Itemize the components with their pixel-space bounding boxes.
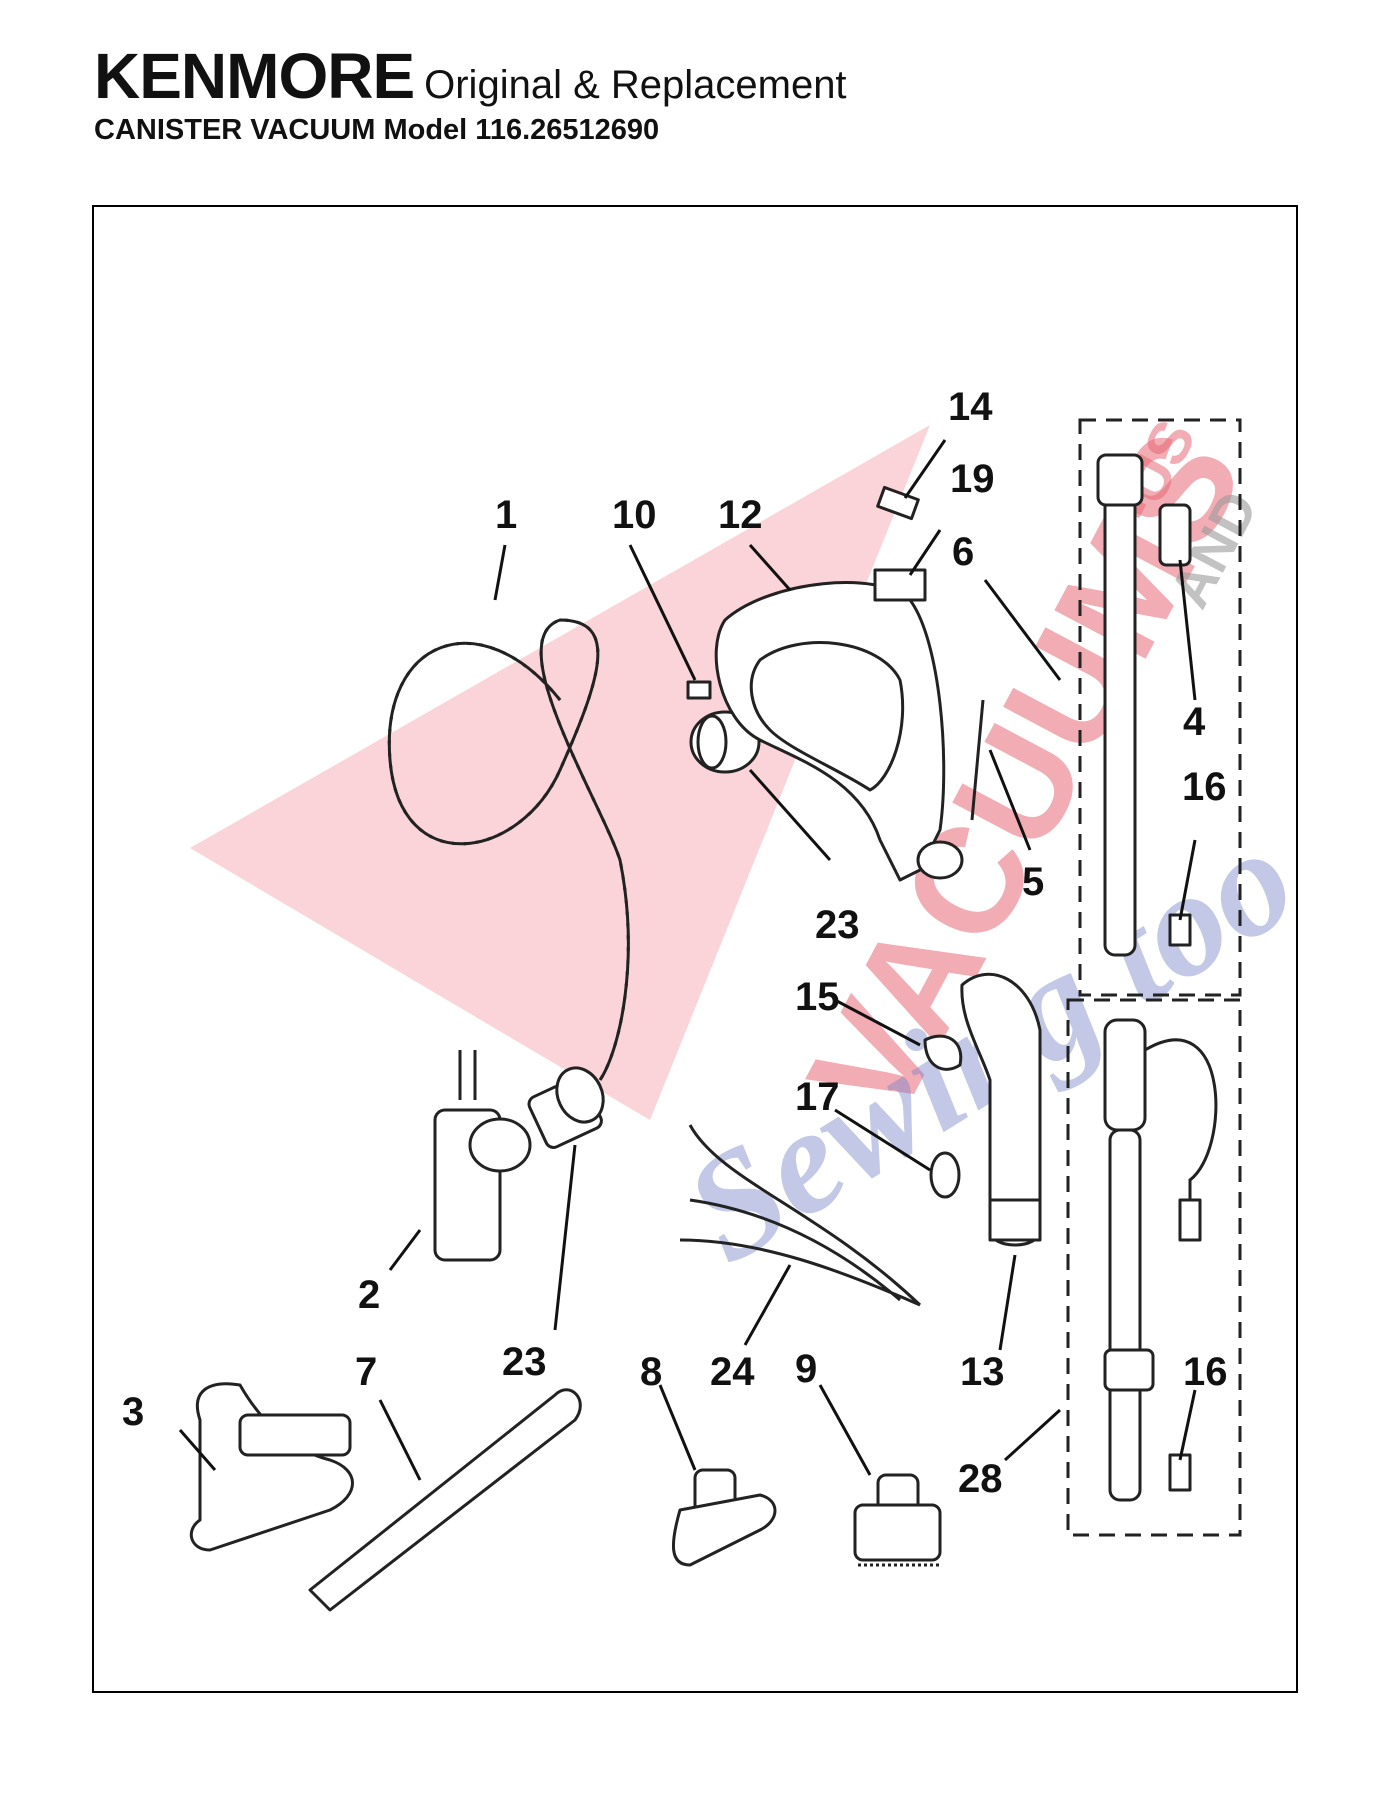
model-line-prefix: CANISTER VACUUM Model xyxy=(94,114,468,146)
brand-logo: KENMORE xyxy=(94,40,415,112)
part-swivel xyxy=(433,1050,532,1262)
callout-arrows xyxy=(178,439,1197,1481)
callout-6: 6 xyxy=(952,530,974,574)
callout-16-upper: 16 xyxy=(1182,765,1227,809)
part-floor-tool xyxy=(189,1382,354,1552)
callout-23-lower: 23 xyxy=(502,1340,547,1384)
callout-28: 28 xyxy=(958,1457,1003,1501)
header-subtitle: Original & Replacement xyxy=(424,63,847,107)
callout-4: 4 xyxy=(1183,700,1206,744)
callout-12: 12 xyxy=(718,493,763,537)
part-23-lower xyxy=(527,1066,605,1149)
diagram-frame xyxy=(92,205,1298,1693)
part-spring xyxy=(970,699,985,821)
callout-16-lower: 16 xyxy=(1183,1350,1228,1394)
callout-24: 24 xyxy=(710,1350,755,1394)
callout-labels: 1 2 3 4 5 6 7 8 9 10 12 13 14 15 16 16 1… xyxy=(122,385,1228,1501)
part-handle xyxy=(714,581,964,882)
part-electric-wand xyxy=(1103,1018,1218,1502)
callout-13: 13 xyxy=(960,1350,1005,1394)
part-19 xyxy=(873,568,927,602)
callout-15: 15 xyxy=(795,975,840,1019)
part-hose xyxy=(387,618,630,1081)
callout-7: 7 xyxy=(355,1350,377,1394)
part-crevice-tool xyxy=(308,1388,582,1612)
callout-3: 3 xyxy=(122,1390,144,1434)
callout-17: 17 xyxy=(795,1075,840,1119)
part-15 xyxy=(923,1034,963,1071)
callout-9: 9 xyxy=(795,1347,817,1391)
part-brush xyxy=(853,1473,942,1567)
callout-2: 2 xyxy=(358,1273,380,1317)
callout-23-top: 23 xyxy=(815,903,860,947)
wand-group-box-upper xyxy=(1078,418,1242,997)
part-upholstery-tool xyxy=(671,1468,777,1567)
wand-group-box-lower xyxy=(1066,998,1242,1537)
callout-10: 10 xyxy=(612,493,657,537)
watermark: VACUUMS -US AND Sewing too xyxy=(190,405,1322,1295)
callout-5: 5 xyxy=(1022,860,1044,904)
part-grip-tube xyxy=(960,972,1042,1247)
part-14 xyxy=(876,485,920,521)
part-10 xyxy=(686,680,712,700)
model-number: 116.26512690 xyxy=(475,114,660,146)
part-extension-wand xyxy=(1096,453,1192,957)
part-17 xyxy=(929,1151,961,1199)
part-wiring xyxy=(679,1124,922,1307)
model-line: CANISTER VACUUM Model 116.26512690 xyxy=(94,114,659,147)
callout-8: 8 xyxy=(640,1350,662,1394)
callout-1: 1 xyxy=(495,493,517,537)
callout-19: 19 xyxy=(950,457,995,501)
callout-14: 14 xyxy=(948,385,993,429)
